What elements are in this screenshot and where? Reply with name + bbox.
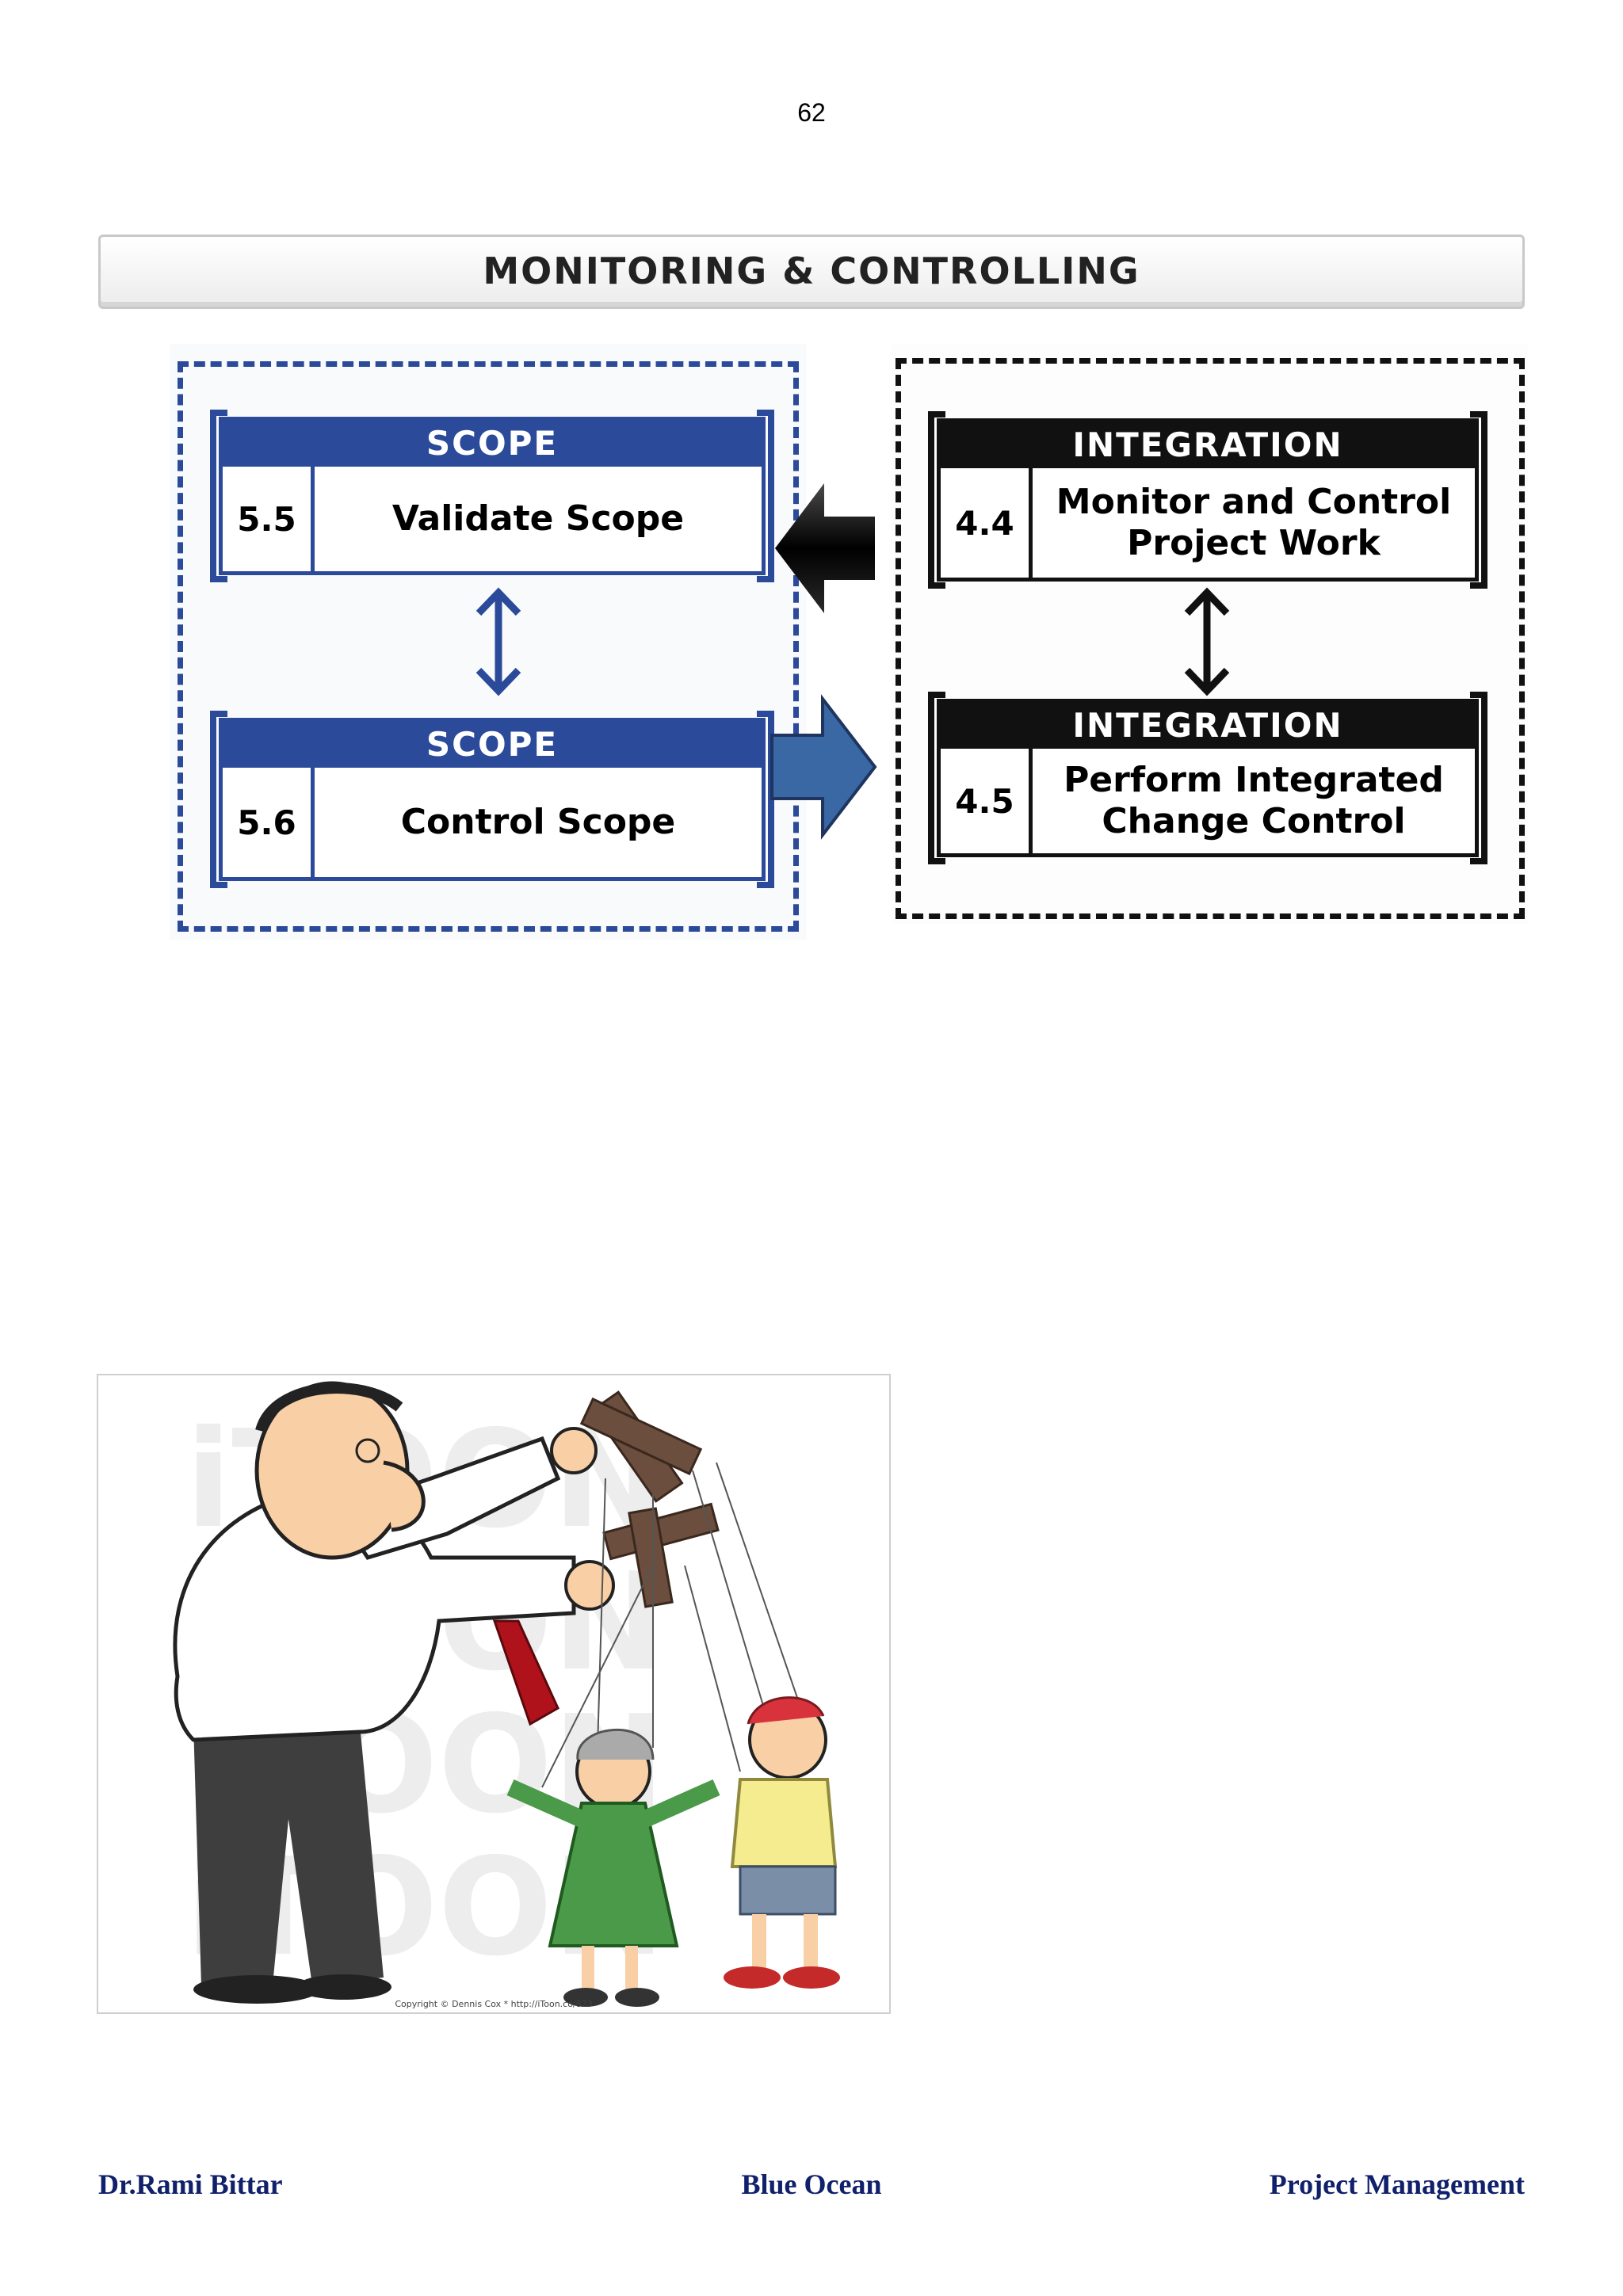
process-number: 5.6 bbox=[223, 768, 315, 877]
knowledge-area-label: INTEGRATION bbox=[941, 703, 1475, 749]
arrow-right-icon bbox=[770, 694, 877, 840]
cartoon-copyright-caption: Copyright © Dennis Cox * http://iToon.co… bbox=[395, 1999, 593, 2009]
scope-process-group: SCOPE 5.5 Validate Scope SCOPE 5.6 Contr… bbox=[170, 344, 807, 940]
footer-center-text: Blue Ocean bbox=[741, 2168, 882, 2200]
footer-author: Dr.Rami Bittar bbox=[98, 2168, 283, 2200]
process-name: Perform Integrated Change Control bbox=[1064, 760, 1444, 841]
process-box-monitor-control-project-work: INTEGRATION 4.4 Monitor and Control Proj… bbox=[928, 411, 1487, 589]
knowledge-area-label: SCOPE bbox=[223, 722, 762, 768]
process-number: 4.5 bbox=[941, 749, 1033, 853]
knowledge-area-label: SCOPE bbox=[223, 421, 762, 467]
process-name: Validate Scope bbox=[391, 498, 685, 539]
puppeteer-illustration: iTOON iTOON iTOON iTOON bbox=[173, 1381, 840, 2007]
process-name: Monitor and Control Project Work bbox=[1056, 482, 1452, 563]
process-name: Control Scope bbox=[400, 802, 676, 842]
process-number: 5.5 bbox=[223, 467, 315, 571]
page-number: 62 bbox=[797, 98, 826, 127]
process-box-control-scope: SCOPE 5.6 Control Scope bbox=[210, 711, 774, 888]
banner-title: MONITORING & CONTROLLING bbox=[483, 250, 1140, 292]
integration-process-group: INTEGRATION 4.4 Monitor and Control Proj… bbox=[891, 344, 1528, 924]
double-arrow-icon bbox=[475, 587, 521, 696]
process-number: 4.4 bbox=[941, 468, 1033, 578]
puppeteer-cartoon-image: iTOON iTOON iTOON iTOON bbox=[97, 1374, 891, 2014]
process-box-perform-integrated-change-control: INTEGRATION 4.5 Perform Integrated Chang… bbox=[928, 692, 1487, 864]
knowledge-area-label: INTEGRATION bbox=[941, 422, 1475, 468]
footer-course: Project Management bbox=[1269, 2168, 1525, 2200]
double-arrow-icon bbox=[1184, 587, 1230, 696]
section-banner: MONITORING & CONTROLLING bbox=[98, 235, 1525, 309]
process-box-validate-scope: SCOPE 5.5 Validate Scope bbox=[210, 410, 774, 582]
arrow-left-icon bbox=[775, 483, 875, 613]
